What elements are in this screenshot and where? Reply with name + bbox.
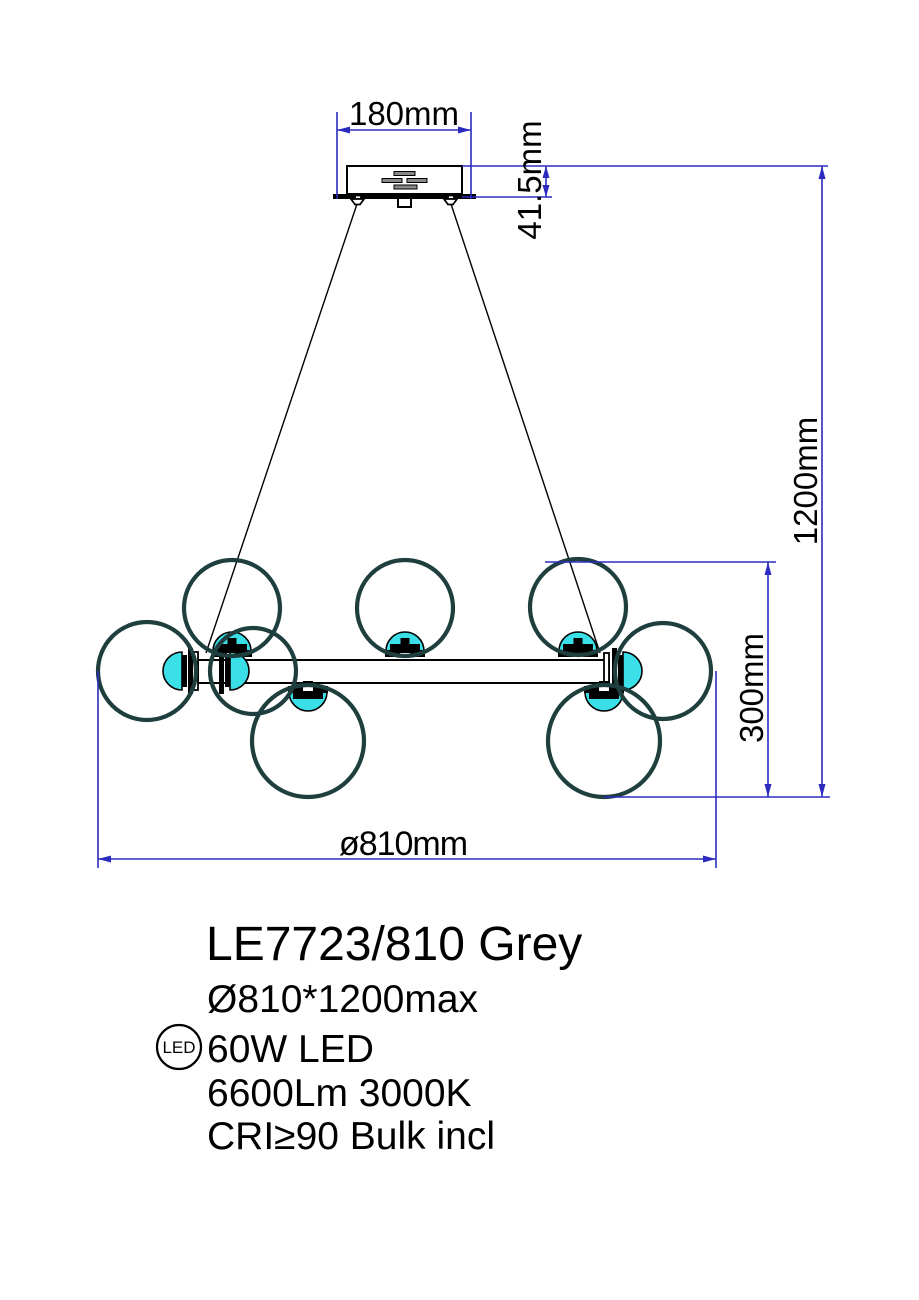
product-size: Ø810*1200max	[207, 978, 479, 1021]
arrowhead	[703, 855, 716, 863]
suspension-wire-left	[205, 203, 358, 654]
dimension-annotations: 180mm 41.5mm 1200mm 300mm ø810mm	[97, 95, 830, 868]
globe-lower-left	[249, 682, 367, 800]
dimension-label-diameter: ø810mm	[339, 825, 467, 863]
suspension-wires	[205, 203, 601, 654]
canopy-body	[346, 165, 463, 195]
dimension-label-canopy-height: 41.5mm	[511, 120, 548, 239]
arrowhead	[818, 166, 826, 179]
dimension-label-canopy-width: 180mm	[349, 95, 459, 132]
product-spec-block: LE7723/810 Grey Ø810*1200max LED 60W LED…	[155, 918, 582, 1158]
globe-upper-middle	[354, 557, 456, 659]
product-luminous: 6600Lm 3000K	[207, 1072, 472, 1115]
arrowhead	[764, 784, 772, 797]
ring-bar-body	[197, 659, 610, 684]
canopy-cable-connector	[397, 199, 412, 208]
ceiling-canopy	[333, 165, 476, 208]
dimension-label-drop: 1200mm	[787, 417, 824, 545]
globe-back-left	[207, 625, 299, 717]
suspension-wire-right	[450, 203, 601, 654]
product-power: 60W LED	[207, 1028, 374, 1071]
canopy-vent-slot	[393, 171, 416, 176]
dimension-label-body-height: 300mm	[733, 633, 770, 743]
arrowhead	[542, 166, 550, 178]
canopy-base-plate	[333, 194, 476, 199]
globe-upper-right	[527, 556, 629, 658]
socket-side-far-left	[162, 647, 194, 695]
arrowhead	[337, 126, 350, 134]
arrowhead	[542, 185, 550, 197]
arrowhead	[458, 126, 471, 134]
canopy-vent-slot	[393, 184, 418, 190]
wire-grip-right-cone	[442, 198, 459, 206]
globe-upper-left	[181, 557, 283, 659]
led-badge-label: LED	[162, 1038, 195, 1057]
product-cri: CRI≥90 Bulk incl	[207, 1115, 495, 1158]
canopy-vent-slot	[406, 178, 428, 183]
arrowhead	[98, 855, 111, 863]
wire-grip-left-cone	[349, 198, 366, 206]
canopy-vent-slot	[381, 178, 403, 183]
product-model: LE7723/810 Grey	[206, 918, 582, 971]
arrowhead	[764, 562, 772, 575]
arrowhead	[818, 784, 826, 797]
globe-far-right	[612, 620, 714, 722]
led-badge-icon	[155, 1023, 203, 1071]
